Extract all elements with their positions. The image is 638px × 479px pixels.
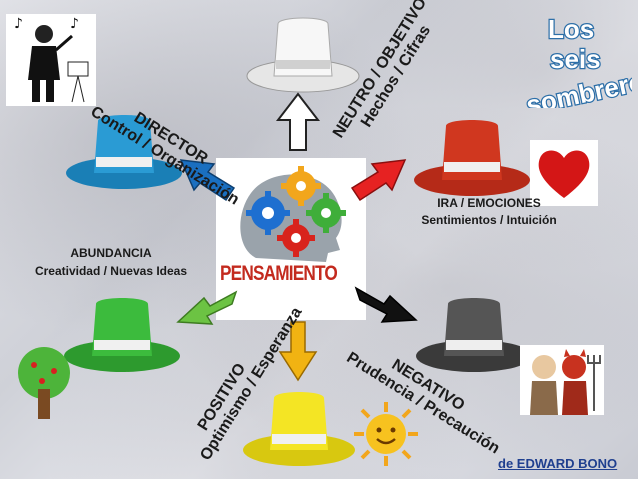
conductor-icon: ♪ ♪ [14,16,89,103]
red-hat-subtitle: Sentimientos / Intuición [421,213,557,227]
green-hat-label: ABUNDANCIA Creatividad / Nuevas Ideas [28,246,194,278]
black-hat-icon [416,298,532,372]
angel-devil-icon [530,349,601,415]
title-line-2: seis [550,44,601,74]
gear-red-icon [277,219,315,257]
arrow-yellow [278,321,318,382]
arrow-green [176,290,238,325]
gear-blue-icon [246,191,290,235]
white-hat-icon [246,17,360,93]
svg-text:♪: ♪ [70,16,79,32]
tree-icon [18,347,70,419]
svg-text:♪: ♪ [14,16,23,32]
sun-icon [354,402,418,466]
arrow-up-white [275,92,321,151]
conductor-image: ♪ ♪ [6,14,96,106]
green-hat-subtitle: Creatividad / Nuevas Ideas [34,264,188,278]
blue-hat-icon [66,115,182,189]
sun-image [350,400,422,468]
title-line-1: Los [548,14,594,44]
heart-image [530,140,598,206]
red-hat-label: IRA / EMOCIONES Sentimientos / Intuición [414,196,564,227]
center-image [216,158,366,320]
red-hat-icon [414,120,530,196]
angel-devil-image [520,345,604,415]
author-credit: de EDWARD BONO [498,456,618,471]
red-hat-title: IRA / EMOCIONES [437,196,541,210]
yellow-hat-icon [243,392,355,466]
gear-green-icon [306,193,346,233]
arrow-black [354,286,418,323]
arrow-blue [179,159,236,202]
heart-icon [538,150,590,198]
gear-orange-icon [281,166,321,206]
green-hat-title: ABUNDANCIA [70,246,152,260]
arrow-red [350,159,407,202]
center-label: PENSAMIENTO [220,262,338,285]
tree-image [6,345,84,425]
head-gears-icon [240,166,346,262]
green-hat-icon [64,298,180,372]
title-badge: Los seis sombreros [522,13,632,108]
